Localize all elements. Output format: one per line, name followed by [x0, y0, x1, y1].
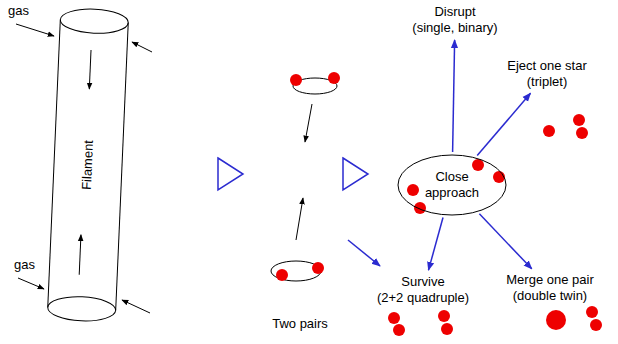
- gas-arrow: [18, 278, 44, 289]
- outcome-text: Disrupt: [412, 4, 497, 20]
- flow-label-holder: gas: [8, 3, 29, 19]
- star: [290, 74, 302, 86]
- flow-arrow: [89, 50, 91, 89]
- flow-arrow: [348, 240, 380, 266]
- node-label: Close approach: [421, 169, 483, 201]
- star: [407, 184, 419, 196]
- outcome-arrow: [479, 214, 531, 269]
- approach-arrow: [296, 198, 303, 240]
- gas-arrow: [132, 42, 152, 52]
- outcome-arrow: [428, 218, 443, 271]
- outcome-label: Merge one pair(double twin): [503, 271, 596, 305]
- outcome-text: Survive: [377, 274, 469, 290]
- star: [472, 159, 484, 171]
- star: [576, 127, 588, 139]
- star: [590, 319, 602, 331]
- star: [441, 323, 453, 335]
- gas-arrow: [16, 24, 54, 36]
- star: [438, 310, 450, 322]
- cylinder-side: [116, 23, 129, 311]
- cylinder-end: [47, 295, 116, 322]
- outcome-text: (double twin): [506, 288, 593, 304]
- star: [543, 125, 555, 137]
- merged-star: [546, 310, 566, 330]
- star: [312, 262, 324, 274]
- outcome-text: Eject one star: [507, 58, 587, 74]
- flow-arrow: [79, 235, 81, 275]
- outcome-arrow: [453, 40, 455, 152]
- approach-arrow: [305, 104, 312, 142]
- step-triangle: [218, 158, 243, 190]
- star: [573, 114, 585, 126]
- caption-label: Two pairs: [272, 316, 328, 332]
- star: [388, 312, 400, 324]
- outcome-text: (single, binary): [412, 20, 497, 36]
- outcome-label: Disrupt(single, binary): [409, 3, 500, 37]
- encounter-ellipse: Close approach: [397, 154, 507, 216]
- star: [493, 171, 505, 183]
- star: [414, 202, 426, 214]
- outcome-label: Survive(2+2 quadruple): [374, 273, 472, 307]
- flow-label: gas: [14, 257, 35, 273]
- outcome-text: Merge one pair: [506, 272, 593, 288]
- gas-arrow: [122, 300, 150, 313]
- cylinder-side: [48, 20, 61, 308]
- star: [586, 306, 598, 318]
- outcome-text: (2+2 quadruple): [377, 290, 469, 306]
- ellipse-border: [398, 155, 506, 215]
- outcome-label: Eject one star(triplet): [504, 57, 590, 91]
- flow-label-holder: gas: [14, 257, 35, 273]
- cylinder-end: [60, 8, 129, 35]
- step-triangle: [343, 158, 368, 190]
- filament-label: Filament: [79, 140, 97, 191]
- star: [393, 324, 405, 336]
- star: [276, 269, 288, 281]
- outcome-text: (triplet): [507, 74, 587, 90]
- caption-label-holder: Two pairs: [272, 316, 328, 332]
- filament-cylinder: Filament: [45, 4, 131, 327]
- star: [328, 72, 340, 84]
- outcome-arrow: [477, 93, 530, 155]
- flow-label: gas: [8, 3, 29, 19]
